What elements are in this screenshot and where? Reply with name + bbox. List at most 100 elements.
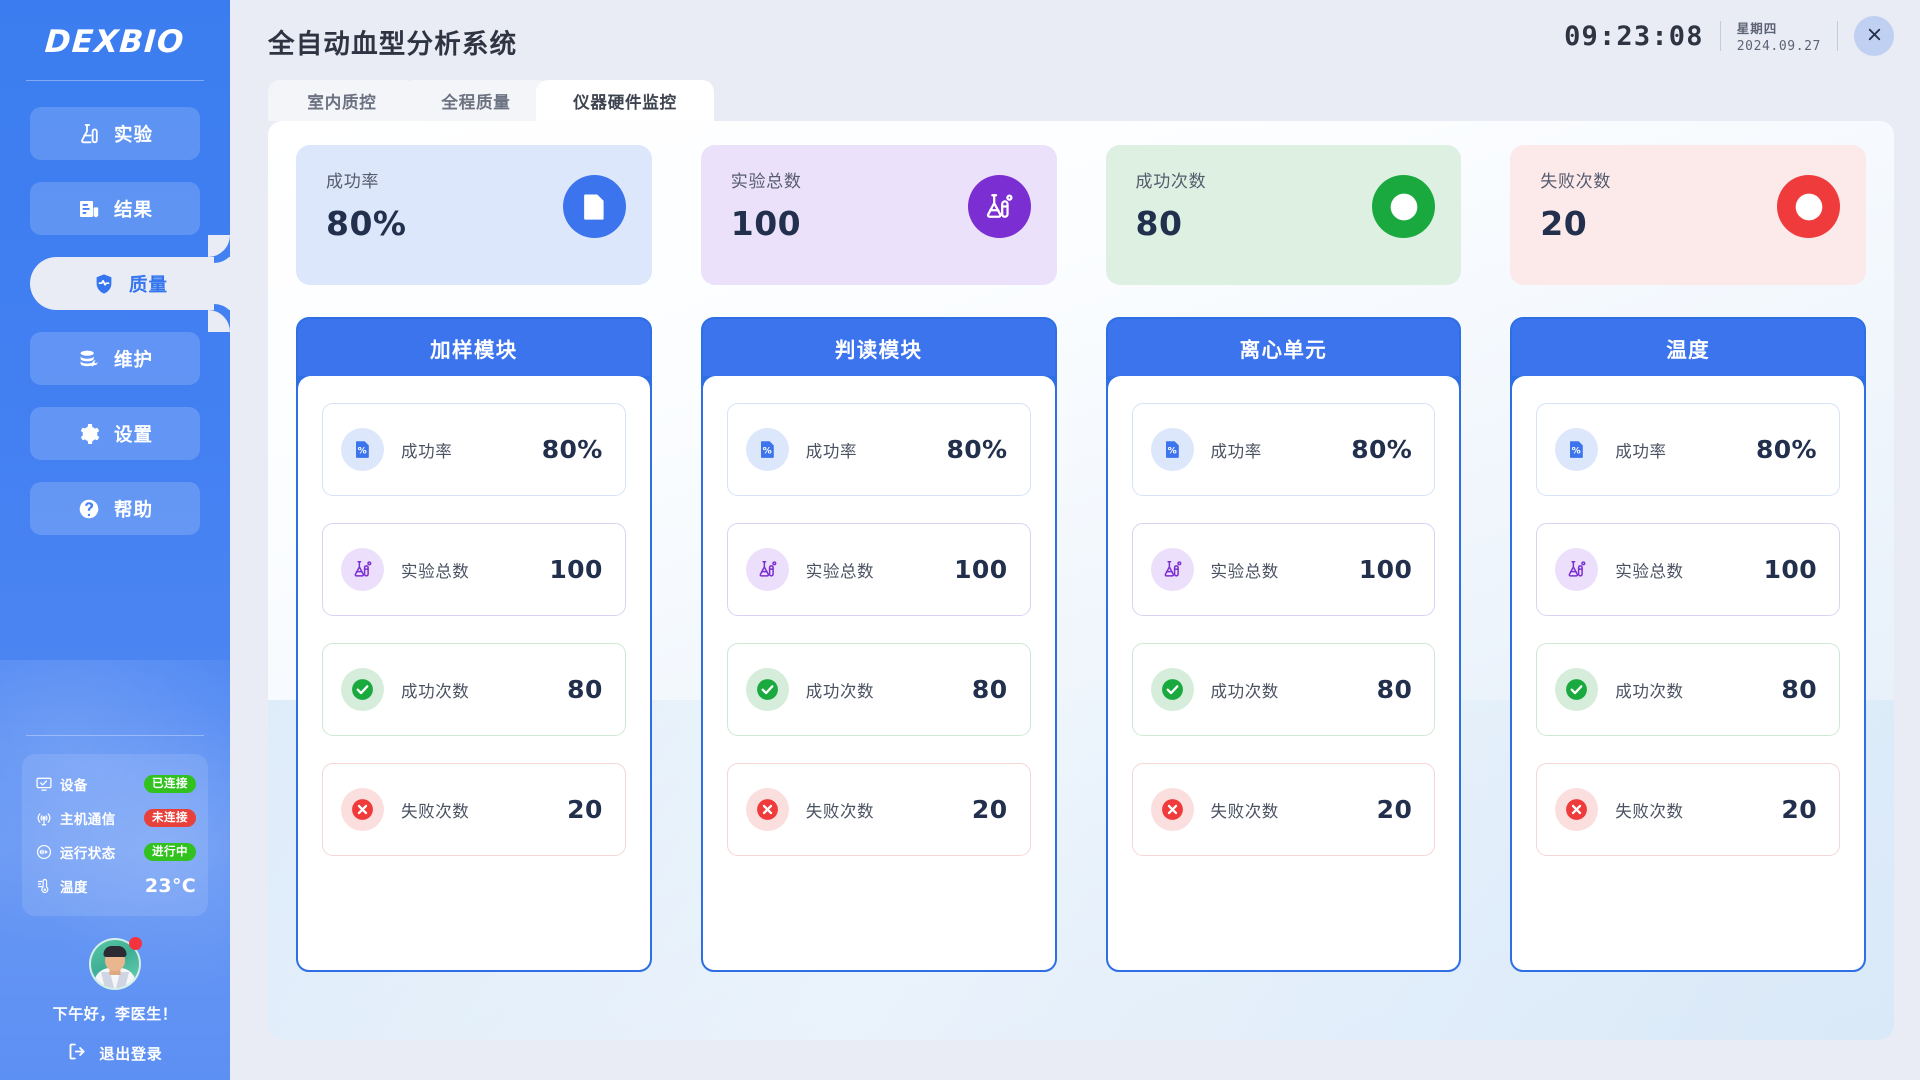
percent-doc-icon: % — [745, 428, 789, 471]
flask-tube-icon — [967, 175, 1031, 238]
metric-row: % 成功率 80% — [1536, 403, 1840, 496]
flask-tube-icon — [341, 548, 384, 591]
check-circle-icon — [341, 668, 384, 711]
x-circle-icon — [1150, 788, 1194, 831]
metric-label: 成功率 — [1615, 442, 1667, 461]
metric-label: 成功次数 — [401, 682, 470, 701]
kpi-text: 实验总数 100 — [731, 167, 802, 243]
sidebar-item-label: 实验 — [113, 123, 153, 145]
module-panel: 温度 % 成功率 80% 实验总数 100 成功次数 80 失败次数 20 — [1510, 317, 1866, 972]
clock-divider-2 — [1837, 21, 1838, 51]
gear-icon — [77, 422, 101, 446]
metric-row: 实验总数 100 — [322, 523, 626, 616]
metric-row: 失败次数 20 — [1131, 763, 1436, 856]
metric-label: 成功率 — [401, 442, 453, 461]
sidebar-item-6[interactable]: 帮助 — [30, 482, 200, 535]
check-circle-icon — [1555, 668, 1599, 711]
x-circle-icon — [745, 788, 789, 831]
flask-tube-icon — [1555, 548, 1599, 591]
metric-row: 失败次数 20 — [726, 763, 1031, 856]
status-value: 23°C — [144, 875, 196, 897]
sidebar-item-label: 帮助 — [113, 498, 153, 520]
main-shell: 全自动血型分析系统 09:23:08 星期四 2024.09.27 — [230, 0, 1920, 1080]
svg-text:%: % — [587, 201, 601, 217]
status-badge: 未连接 — [144, 808, 196, 828]
metric-value: 20 — [1781, 795, 1817, 824]
main-area: 全自动血型分析系统 09:23:08 星期四 2024.09.27 — [230, 0, 1920, 1080]
kpi-label: 失败次数 — [1540, 172, 1612, 191]
metric-label: 成功率 — [805, 442, 858, 461]
status-badge: 已连接 — [144, 774, 196, 794]
flask-icon — [77, 122, 101, 146]
page-title: 全自动血型分析系统 — [268, 29, 518, 59]
database-wrench-icon — [77, 347, 101, 371]
metric-value: 80 — [1781, 675, 1817, 704]
kpi-label: 成功次数 — [1135, 172, 1207, 191]
avatar[interactable] — [89, 937, 142, 990]
status-label: 设备 — [60, 778, 88, 793]
tab-1[interactable]: 室内质控 — [268, 80, 416, 121]
svg-text:%: % — [1167, 447, 1176, 457]
shield-pulse-icon — [92, 272, 116, 296]
user-profile: 下午好，李医生！ 退出登录 — [0, 937, 230, 1066]
metric-value: 80% — [946, 435, 1008, 464]
metric-value: 80% — [1755, 435, 1817, 464]
antenna-icon — [34, 809, 53, 827]
metric-row: % 成功率 80% — [1131, 403, 1436, 496]
metric-value: 20 — [1376, 795, 1413, 824]
x-circle-icon — [341, 788, 384, 831]
close-button[interactable] — [1854, 16, 1894, 56]
panel-title: 加样模块 — [298, 319, 650, 376]
clock-ymd: 2024.09.27 — [1736, 39, 1821, 54]
metric-value: 80% — [1351, 435, 1413, 464]
kpi-card: 成功率 80% % — [296, 145, 652, 285]
sidebar-item-3[interactable]: 质量 — [30, 235, 230, 332]
check-circle-icon — [745, 668, 789, 711]
panel-body: % 成功率 80% 实验总数 100 成功次数 80 失败次数 20 — [1107, 376, 1460, 970]
topbar: 全自动血型分析系统 09:23:08 星期四 2024.09.27 — [230, 0, 1920, 92]
monitor-check-icon — [34, 775, 53, 793]
status-label: 温度 — [60, 880, 88, 895]
brand-logo-text: DEXBIO — [43, 24, 187, 60]
kpi-text: 成功次数 80 — [1136, 167, 1207, 243]
kpi-text: 成功率 80% — [326, 167, 407, 243]
metric-label: 失败次数 — [1615, 802, 1684, 821]
metric-row: % 成功率 80% — [322, 403, 626, 496]
svg-text:%: % — [358, 447, 367, 457]
status-badge: 进行中 — [144, 842, 196, 862]
brand-logo: DEXBIO — [0, 0, 230, 81]
clock-time: 09:23:08 — [1564, 20, 1704, 52]
sidebar-item-5[interactable]: 设置 — [30, 407, 200, 460]
tab-3[interactable]: 仪器硬件监控 — [536, 80, 714, 121]
metric-value: 100 — [1358, 555, 1413, 584]
tab-bar: 室内质控全程质量仪器硬件监控 — [268, 80, 714, 121]
status-row: 运行状态进行中 — [34, 835, 196, 869]
content-panel: 成功率 80% % 实验总数 100 成功次数 80 失败次数 20 加样模块 … — [268, 121, 1894, 1040]
logout-button[interactable]: 退出登录 — [0, 1041, 230, 1066]
notification-dot-icon — [129, 937, 142, 950]
kpi-label: 成功率 — [326, 172, 380, 191]
sidebar-item-label: 维护 — [113, 348, 153, 370]
kpi-summary-row: 成功率 80% % 实验总数 100 成功次数 80 失败次数 20 — [296, 145, 1866, 285]
metric-row: % 成功率 80% — [726, 403, 1031, 496]
x-circle-icon — [1555, 788, 1599, 831]
clock-divider-1 — [1719, 21, 1721, 51]
metric-label: 实验总数 — [1615, 562, 1684, 581]
sidebar-item-1[interactable]: 实验 — [30, 107, 200, 160]
metric-value: 20 — [971, 795, 1008, 824]
percent-doc-icon: % — [1555, 428, 1599, 471]
panel-title: 温度 — [1512, 319, 1864, 376]
metric-label: 失败次数 — [1210, 802, 1279, 821]
status-row: 设备 已连接 — [34, 767, 196, 801]
logout-icon — [67, 1041, 88, 1066]
panel-title: 判读模块 — [702, 319, 1055, 376]
tab-2[interactable]: 全程质量 — [402, 80, 550, 121]
panel-body: % 成功率 80% 实验总数 100 成功次数 80 失败次数 20 — [298, 376, 650, 970]
logo-divider — [26, 80, 204, 81]
sidebar-item-2[interactable]: 结果 — [30, 182, 200, 235]
sidebar-item-4[interactable]: 维护 — [30, 332, 200, 385]
check-circle-icon — [1150, 668, 1194, 711]
svg-text:%: % — [762, 447, 771, 457]
percent-doc-icon: % — [1150, 428, 1194, 471]
